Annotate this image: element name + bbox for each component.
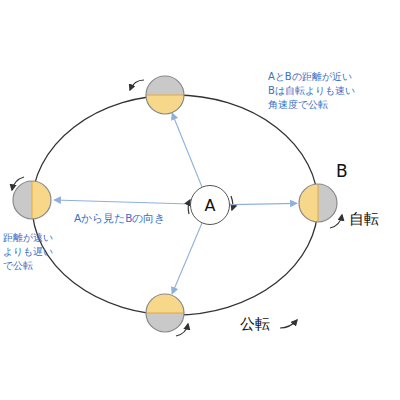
revolution-label: 公転: [240, 315, 270, 334]
direction-note: Aから見たBの向き: [74, 212, 165, 226]
moon-bottom: [146, 294, 184, 332]
direction-arrow: [231, 203, 297, 204]
orbit-ellipse: [32, 95, 318, 315]
planet-circle: A: [190, 185, 230, 225]
rotation-arrows: [12, 80, 342, 336]
node-label: A: [205, 196, 216, 215]
moon-left: [13, 181, 51, 219]
direction-arrows: [54, 113, 202, 294]
node-label: B: [336, 161, 348, 181]
note-near: AとBの距離が近い Bは自転よりも速い 角速度で公転: [268, 70, 355, 112]
note-far: 距離が遠い よりも遅い で公転: [3, 231, 53, 273]
moon-shape: [298, 183, 338, 223]
moon-top: [146, 76, 184, 114]
moon-node: B: [298, 183, 338, 223]
rotation-label: 自転: [349, 210, 379, 229]
